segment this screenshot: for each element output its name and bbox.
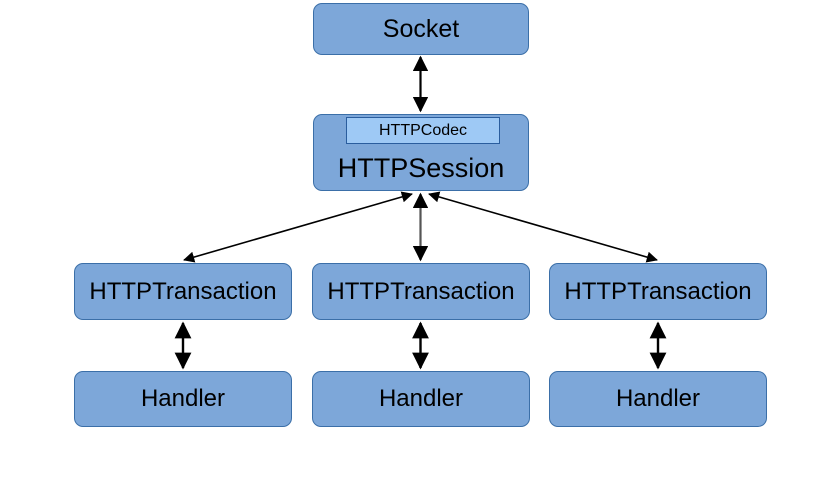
node-httptransaction-3-label: HTTPTransaction [564,277,752,305]
node-handler-2-label: Handler [378,385,464,412]
node-httptransaction-1-label: HTTPTransaction [89,277,277,305]
node-socket-label: Socket [382,14,460,43]
node-httpsession-label: HTTPSession [337,153,505,183]
node-httptransaction-3[interactable]: HTTPTransaction [549,263,767,320]
node-socket[interactable]: Socket [313,3,529,55]
node-handler-3[interactable]: Handler [549,371,767,427]
connector-session-transaction-3 [428,191,658,263]
node-handler-2[interactable]: Handler [312,371,530,427]
node-httpsession[interactable]: HTTPCodec HTTPSession [313,114,529,191]
node-httpcodec-label: HTTPCodec [378,121,468,139]
node-httptransaction-2[interactable]: HTTPTransaction [312,263,530,320]
node-handler-1-label: Handler [140,385,226,412]
node-httptransaction-1[interactable]: HTTPTransaction [74,263,292,320]
node-handler-3-label: Handler [615,385,701,412]
node-handler-1[interactable]: Handler [74,371,292,427]
connector-session-transaction-1 [183,191,413,263]
node-httptransaction-2-label: HTTPTransaction [327,277,515,305]
node-httpcodec[interactable]: HTTPCodec [346,117,500,144]
